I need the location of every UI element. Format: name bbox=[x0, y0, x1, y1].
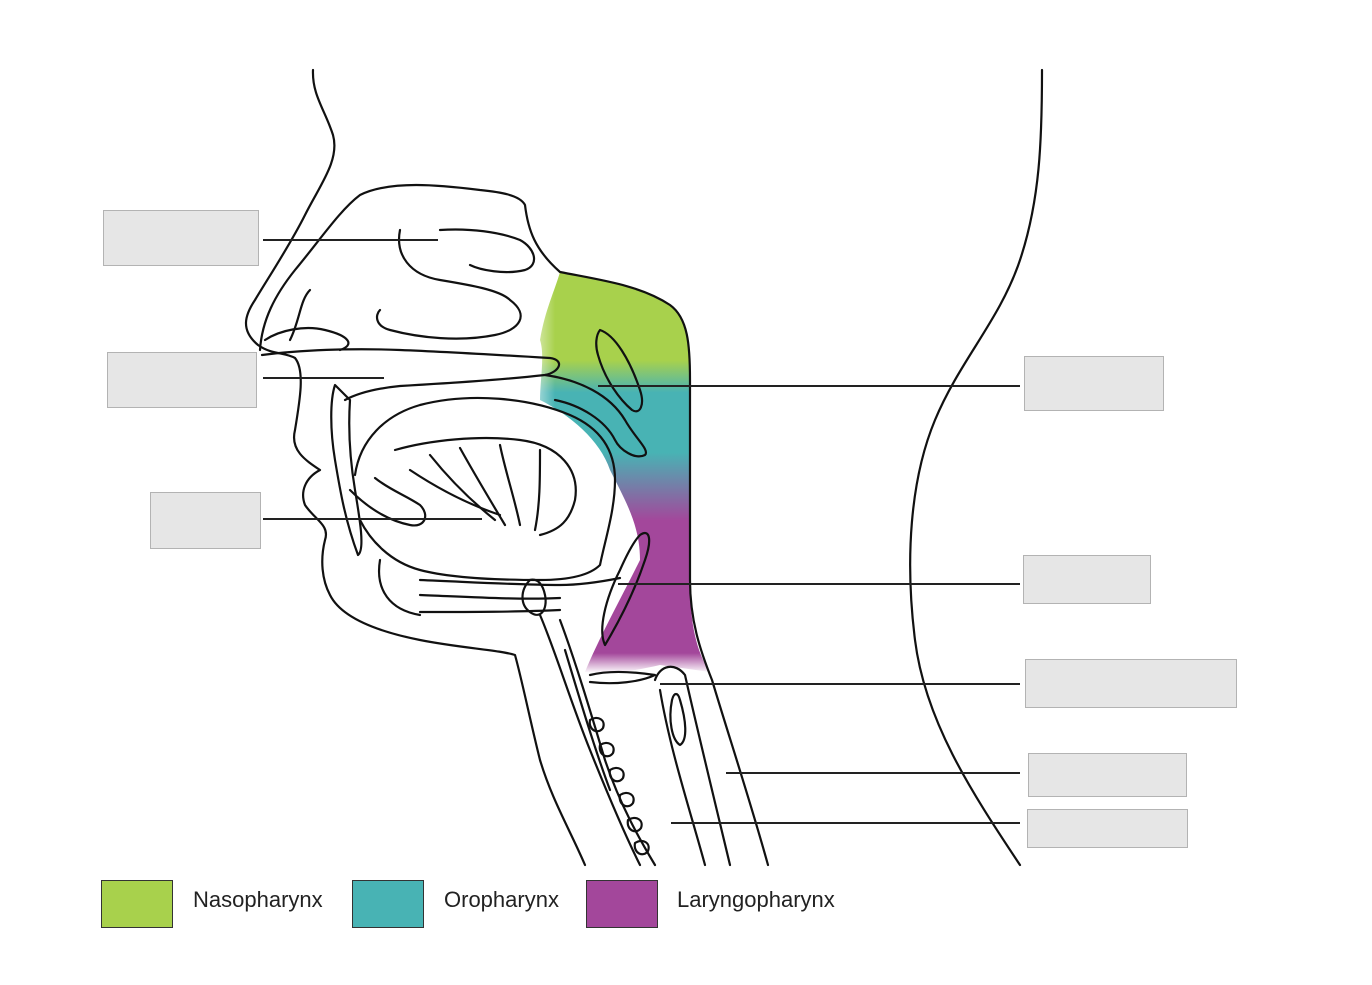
lips-teeth bbox=[330, 383, 363, 557]
legend-label-laryngopharynx: Laryngopharynx bbox=[677, 887, 835, 912]
legend-label-nasopharynx: Nasopharynx bbox=[193, 887, 323, 912]
neck-back-outline bbox=[909, 68, 1044, 867]
label-box-epiglottis[interactable] bbox=[1023, 555, 1151, 604]
epiglottis bbox=[601, 532, 651, 647]
legend-swatch-laryngopharynx bbox=[586, 880, 658, 928]
face-profile-outline bbox=[244, 68, 587, 867]
legend-label-oropharynx: Oropharynx bbox=[444, 887, 559, 912]
legend-swatch-nasopharynx bbox=[101, 880, 173, 928]
label-box-soft-palate[interactable] bbox=[1024, 356, 1164, 411]
label-box-tongue[interactable] bbox=[150, 492, 261, 549]
label-box-esophagus[interactable] bbox=[1028, 753, 1187, 797]
legend-swatch-oropharynx bbox=[352, 880, 424, 928]
label-box-trachea[interactable] bbox=[1027, 809, 1188, 848]
label-box-larynx[interactable] bbox=[1025, 659, 1237, 708]
tongue-outline bbox=[353, 396, 617, 582]
soft-palate bbox=[543, 373, 648, 458]
esophagus bbox=[653, 665, 732, 867]
nasal-cavity-outline bbox=[258, 183, 770, 867]
hard-palate bbox=[260, 348, 561, 402]
larynx-trachea bbox=[538, 613, 642, 867]
label-box-nasal-cavity[interactable] bbox=[103, 210, 259, 266]
label-box-hard-palate[interactable] bbox=[107, 352, 257, 408]
